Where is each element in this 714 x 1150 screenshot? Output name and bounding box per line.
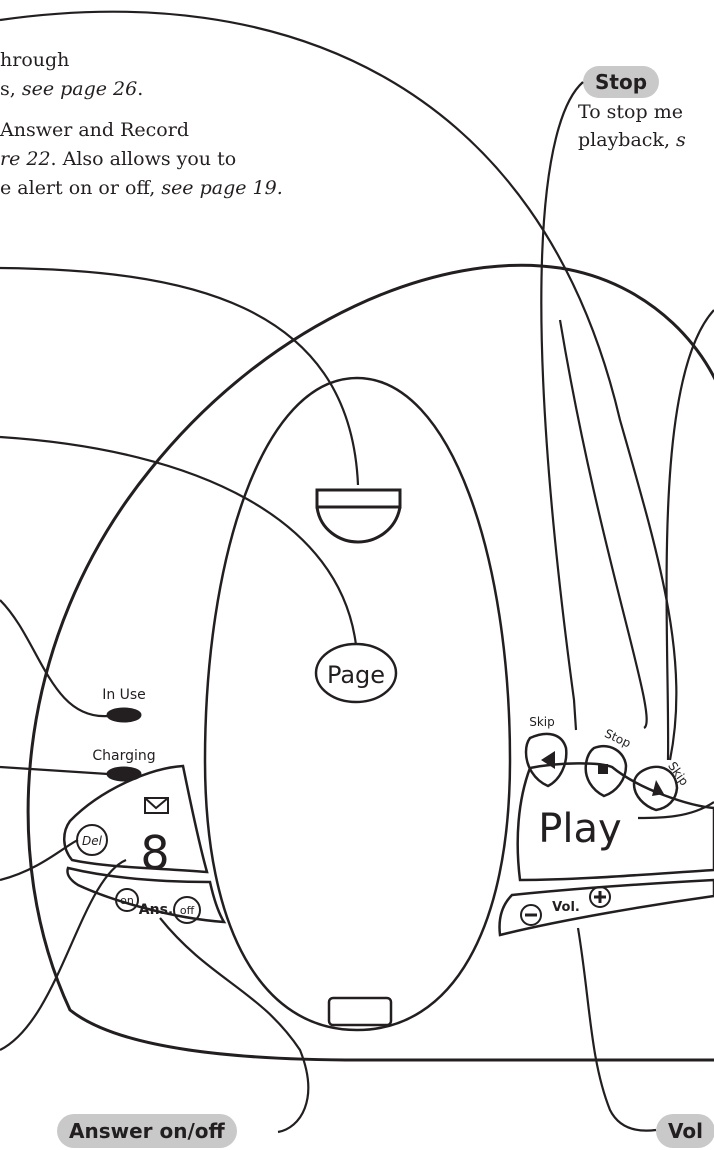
vol-plus-button[interactable]	[589, 886, 611, 908]
skip-forward-button[interactable]	[632, 765, 679, 812]
ans-off-button[interactable]	[173, 896, 201, 924]
stop-desc-line-1: To stop me	[578, 101, 683, 123]
callout-vol: Vol	[656, 1114, 714, 1148]
skip-back-label: Skip	[529, 715, 555, 729]
ans-on-button[interactable]	[115, 888, 139, 912]
page-ref-26: see page 26	[21, 78, 138, 100]
charging-led	[106, 766, 142, 782]
skip-back-button[interactable]	[524, 732, 568, 788]
callout-stop: Stop	[583, 66, 660, 98]
ans-label: Ans.	[139, 902, 173, 918]
handset-cradle	[203, 376, 512, 1032]
play-button-label[interactable]: Play	[538, 806, 621, 852]
desc-line-2: s, see page 26.	[0, 78, 144, 100]
bottom-slot	[327, 996, 393, 1027]
desc-line-3: Answer and Record	[0, 119, 189, 141]
page-button-label: Page	[327, 661, 385, 689]
ans-on-label: on	[120, 894, 134, 907]
desc-line-1: hrough	[0, 49, 70, 71]
skip-back-icon	[541, 751, 555, 769]
vol-minus-button[interactable]	[520, 904, 542, 926]
skip-forward-label: Skip	[665, 759, 691, 788]
in-use-led	[106, 707, 142, 723]
charging-label: Charging	[92, 748, 155, 764]
message-counter: 8	[140, 826, 169, 880]
desc-line-4: re 22. Also allows you to	[0, 148, 237, 170]
skip-forward-icon	[652, 780, 664, 796]
ans-off-label: off	[180, 904, 195, 917]
envelope-icon	[144, 797, 169, 814]
ans-panel	[66, 866, 227, 924]
desc-line-5: e alert on or off, see page 19.	[0, 177, 283, 199]
vol-label: Vol.	[552, 900, 580, 915]
del-button-label: Del	[82, 834, 103, 848]
stop-square-icon	[598, 764, 608, 774]
callout-answer-on-off: Answer on/off	[57, 1114, 237, 1148]
base-shell	[26, 263, 714, 1062]
left-panel	[63, 764, 209, 874]
page-ref-22: re 22	[0, 148, 51, 170]
plus-icon	[594, 891, 606, 903]
page-ref-19: see page 19.	[161, 177, 283, 199]
in-use-label: In Use	[102, 687, 146, 703]
stop-button[interactable]	[584, 745, 628, 798]
charging-contact	[315, 488, 402, 544]
stop-desc-line-2: playback, s	[578, 129, 686, 151]
leader-lines	[0, 10, 714, 1134]
vol-panel	[498, 878, 714, 937]
